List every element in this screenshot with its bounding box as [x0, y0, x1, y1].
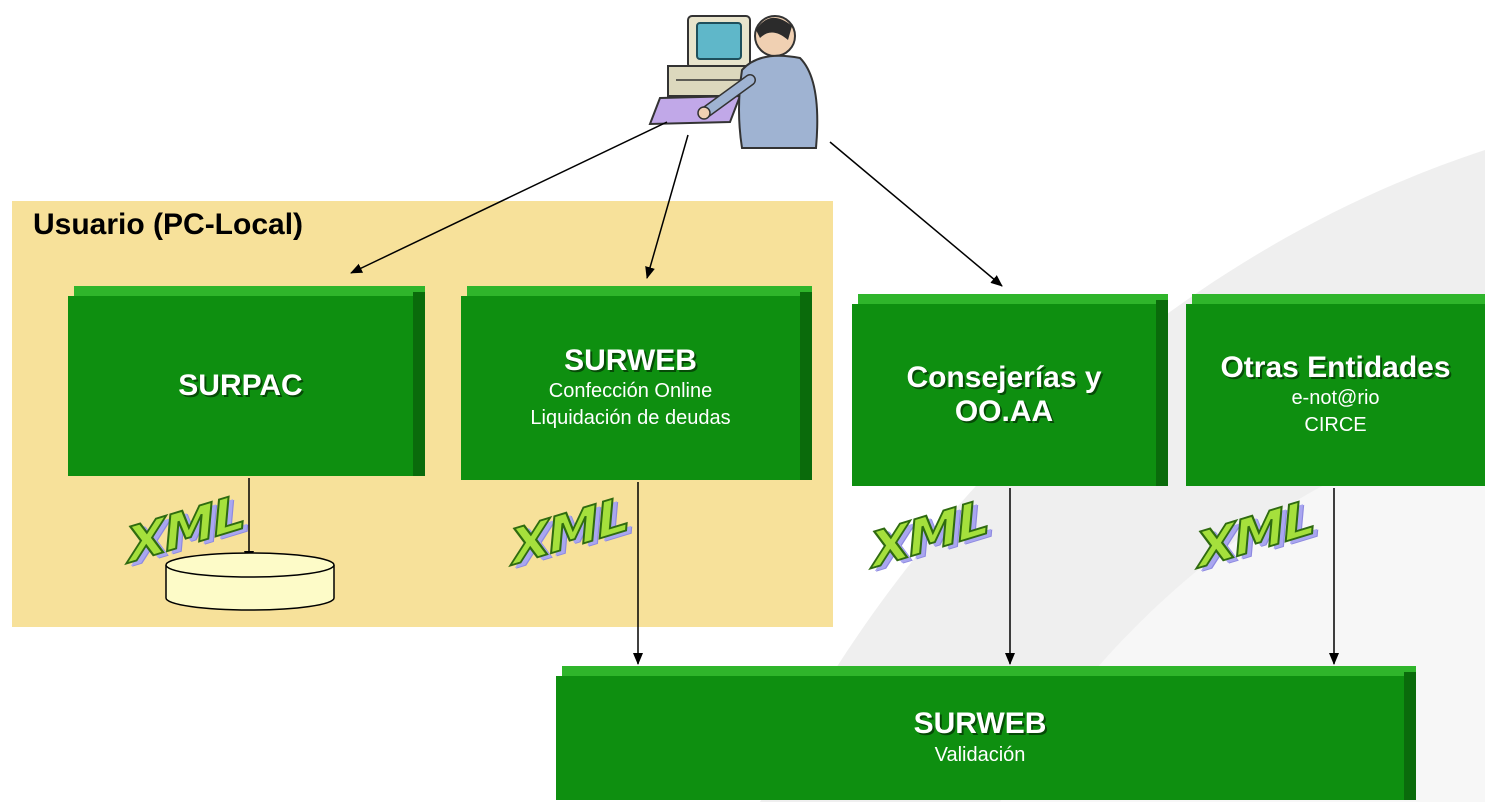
consejerias-box: Consejerías y OO.AA — [852, 294, 1168, 486]
otras-entidades-box: Otras Entidades e-not@rio CIRCE — [1186, 294, 1485, 486]
surweb-online-line2: Liquidación de deudas — [530, 407, 731, 430]
surpac-box: SURPAC — [68, 286, 425, 476]
database-cylinder-icon — [165, 552, 335, 611]
surweb-online-title: SURWEB — [564, 343, 697, 377]
zone-title: Usuario (PC-Local) — [33, 208, 304, 241]
surweb-validacion-box: SURWEB Validación — [556, 666, 1416, 800]
arrow-user-to-surpac — [350, 121, 668, 274]
consejerias-title-line2: OO.AA — [954, 395, 1054, 428]
otras-entidades-title: Otras Entidades — [1220, 350, 1451, 384]
arrow-user-to-surweb-online — [645, 134, 689, 279]
surweb-online-box: SURWEB Confección Online Liquidación de … — [461, 286, 812, 480]
arrow-user-to-consejerias — [829, 141, 1003, 287]
surweb-validacion-line1: Validación — [934, 743, 1026, 766]
otras-entidades-line2: CIRCE — [1304, 414, 1367, 437]
surpac-title: SURPAC — [178, 368, 303, 402]
surweb-online-line1: Confección Online — [548, 380, 713, 403]
consejerias-title-line1: Consejerías y — [906, 360, 1102, 394]
surweb-validacion-title: SURWEB — [913, 707, 1047, 741]
otras-entidades-line1: e-not@rio — [1291, 387, 1380, 410]
user-at-computer-icon — [648, 15, 819, 149]
